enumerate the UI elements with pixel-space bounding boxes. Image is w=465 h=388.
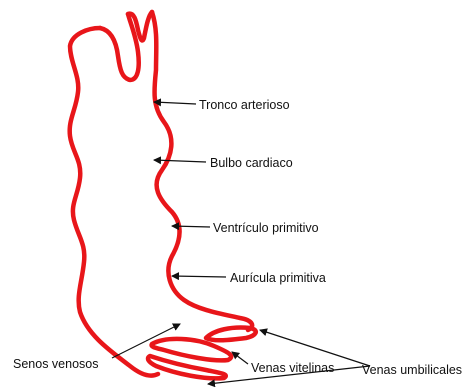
label-tronco-arterioso: Tronco arterioso xyxy=(199,98,290,112)
label-auricula-primitiva: Aurícula primitiva xyxy=(230,271,326,285)
arrow-auricula-primitiva xyxy=(172,276,226,277)
label-senos-venosos: Senos venosos xyxy=(13,357,98,371)
label-ventriculo-primitivo: Ventrículo primitivo xyxy=(213,221,319,235)
annotation-arrows xyxy=(112,102,370,384)
label-bulbo-cardiaco: Bulbo cardiaco xyxy=(210,156,293,170)
arrow-bulbo-cardiaco xyxy=(154,160,206,162)
arterial-horn-left xyxy=(100,14,139,80)
label-venas-vitelinas: Venas vitelinas xyxy=(251,361,334,375)
heart-tube-outline xyxy=(70,12,256,378)
label-venas-umbilicales: Venas umbilicales xyxy=(362,363,462,377)
arrow-tronco-arterioso xyxy=(154,102,196,104)
arrow-venas-vitelinas xyxy=(232,352,248,364)
tube-left-contour xyxy=(70,28,158,376)
venous-branch-upper xyxy=(206,327,256,340)
